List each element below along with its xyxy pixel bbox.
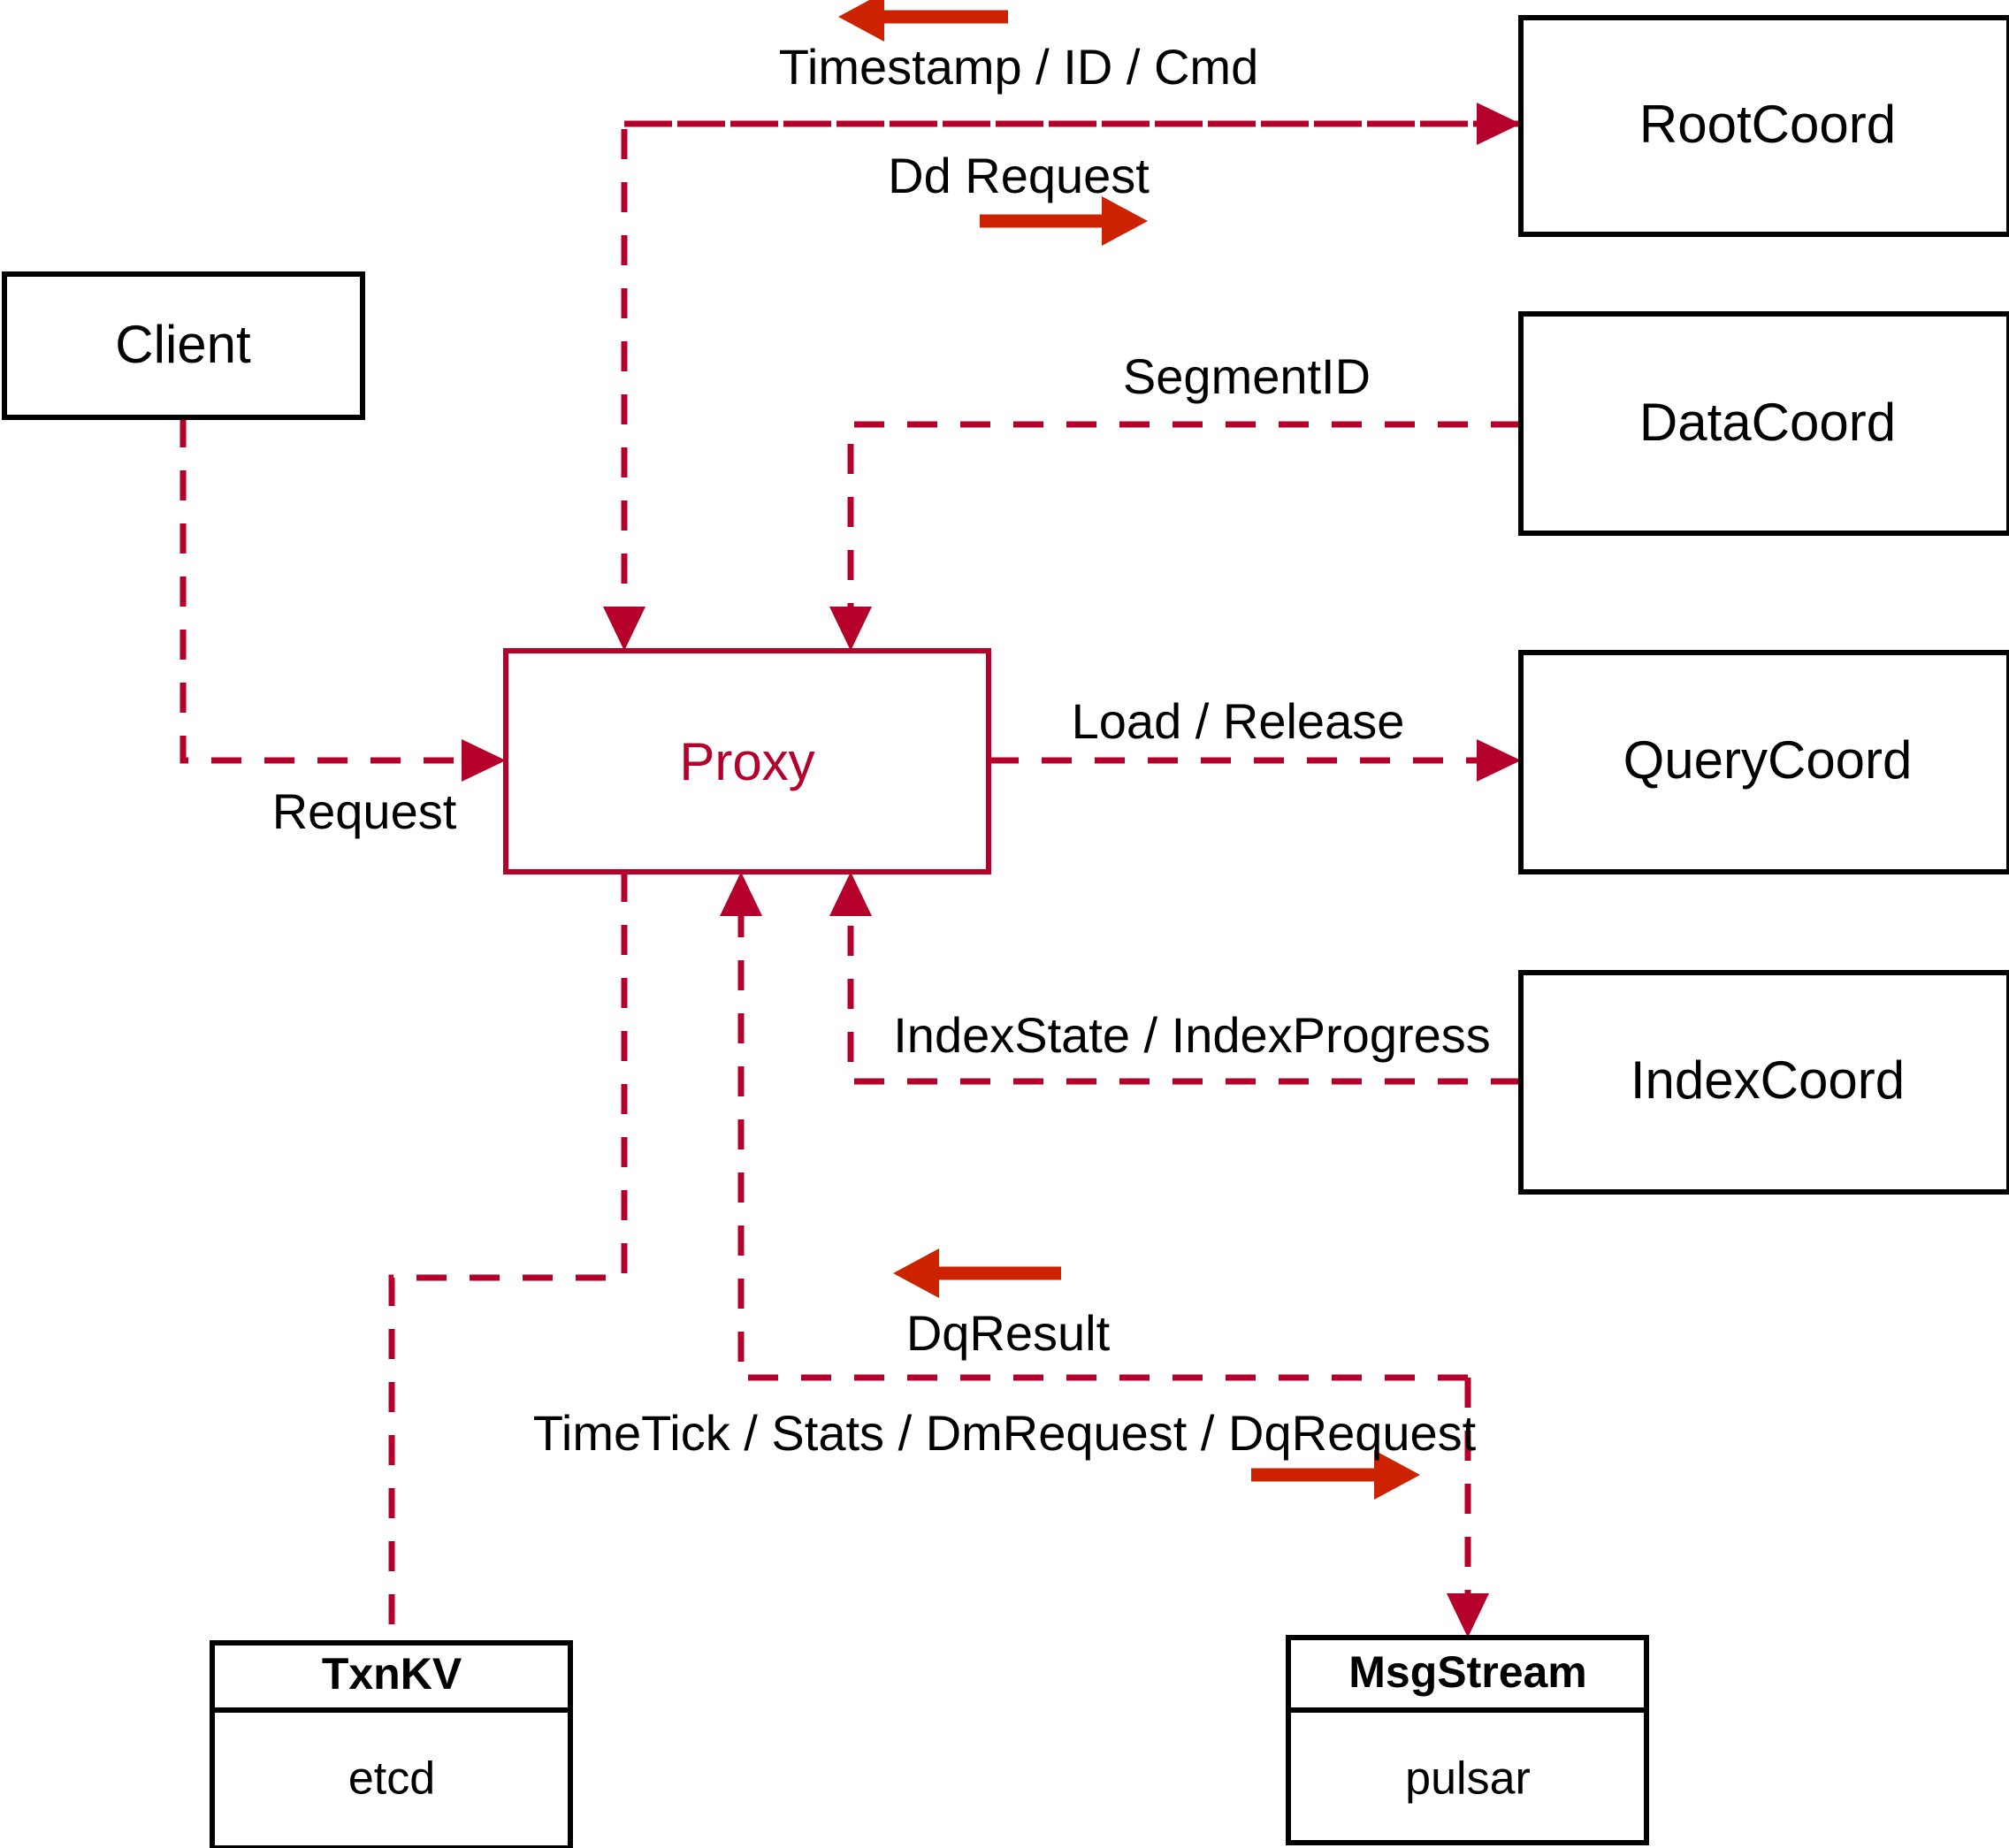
arrowhead-proxy-left	[462, 739, 506, 782]
edge-rootcoord-to-proxy	[603, 120, 1521, 651]
edge-client-to-proxy	[180, 417, 506, 782]
node-client-box[interactable]	[2, 271, 365, 420]
direction-arrow-timetick	[1251, 1450, 1420, 1500]
node-msgstream-box[interactable]	[1286, 1635, 1649, 1845]
edge-label-dq-result: DqResult	[906, 1305, 1111, 1361]
node-txnkv-title: TxnKV	[322, 1649, 462, 1699]
edge-label-index-state-progress: IndexState / IndexProgress	[893, 1007, 1491, 1063]
edge-label-segment-id: SegmentID	[1123, 348, 1371, 404]
node-querycoord[interactable]: QueryCoord	[1518, 650, 2009, 874]
edge-proxy-to-querycoord	[989, 739, 1521, 782]
edge-label-load-release: Load / Release	[1072, 693, 1405, 749]
arrowhead-proxy-bottom-left	[720, 872, 762, 916]
dir-arrow-head-4	[1374, 1450, 1420, 1500]
edge-path-client-proxy	[180, 417, 477, 764]
direction-arrow-dqresult	[893, 1249, 1061, 1298]
edge-path-msgstream-proxy	[737, 904, 1468, 1381]
node-indexcoord[interactable]: IndexCoord	[1518, 970, 2009, 1195]
edge-label-timetick-stats: TimeTick / Stats / DmRequest / DqRequest	[533, 1405, 1477, 1461]
node-proxy-label: Proxy	[679, 732, 814, 791]
node-rootcoord-box[interactable]	[1518, 15, 2009, 237]
node-indexcoord-label: IndexCoord	[1631, 1050, 1905, 1110]
edge-path-rootcoord-proxy	[621, 120, 1521, 619]
edge-path-datacoord-proxy	[847, 421, 1521, 619]
node-datacoord-label: DataCoord	[1639, 393, 1896, 452]
node-proxy[interactable]: Proxy	[503, 648, 991, 874]
direction-arrow-dd-request	[980, 196, 1148, 246]
arrowhead-proxy-bottom-right	[829, 872, 872, 916]
node-txnkv-box[interactable]	[210, 1640, 573, 1848]
node-txnkv-impl: etcd	[348, 1753, 435, 1805]
edge-proxy-to-rootcoord	[624, 103, 1521, 145]
edge-path-proxy-txnkv	[388, 872, 628, 1643]
arrowhead-msgstream-top	[1447, 1593, 1489, 1638]
edge-proxy-to-msgstream	[1447, 1378, 1489, 1638]
edge-msgstream-to-proxy	[720, 872, 1468, 1381]
edge-indexcoord-to-proxy	[829, 872, 1521, 1085]
node-datacoord-box[interactable]	[1518, 311, 2009, 536]
dir-arrow-head-3	[893, 1249, 939, 1298]
node-datacoord[interactable]: DataCoord	[1518, 311, 2009, 536]
node-msgstream-title: MsgStream	[1348, 1647, 1587, 1697]
edge-label-timestamp-id-cmd: Timestamp / ID / Cmd	[779, 39, 1258, 95]
edge-datacoord-to-proxy	[829, 421, 1521, 651]
arrowhead-rootcoord-left	[1477, 103, 1521, 145]
node-client[interactable]: Client	[2, 271, 365, 420]
node-msgstream-impl: pulsar	[1405, 1753, 1531, 1805]
node-indexcoord-box[interactable]	[1518, 970, 2009, 1195]
node-proxy-box[interactable]	[503, 648, 991, 874]
dir-arrow-head-1	[838, 0, 884, 42]
node-txnkv[interactable]: TxnKV etcd	[210, 1640, 573, 1848]
dir-arrow-head-2	[1102, 196, 1148, 246]
node-querycoord-box[interactable]	[1518, 650, 2009, 874]
node-rootcoord-label: RootCoord	[1639, 95, 1896, 154]
edge-path-indexcoord-proxy	[847, 904, 1521, 1085]
node-client-label: Client	[115, 315, 251, 374]
edge-label-request: Request	[272, 783, 457, 839]
node-rootcoord[interactable]: RootCoord	[1518, 15, 2009, 237]
edge-proxy-to-txnkv	[388, 872, 628, 1643]
edge-label-dd-request: Dd Request	[888, 148, 1150, 203]
node-msgstream[interactable]: MsgStream pulsar	[1286, 1635, 1649, 1845]
arrowhead-proxy-top-left	[603, 607, 645, 651]
direction-arrow-timestamp-id-cmd	[838, 0, 1008, 42]
node-querycoord-label: QueryCoord	[1623, 730, 1913, 790]
arrowhead-querycoord-left	[1477, 739, 1521, 782]
arrowhead-proxy-top-right	[829, 607, 872, 651]
